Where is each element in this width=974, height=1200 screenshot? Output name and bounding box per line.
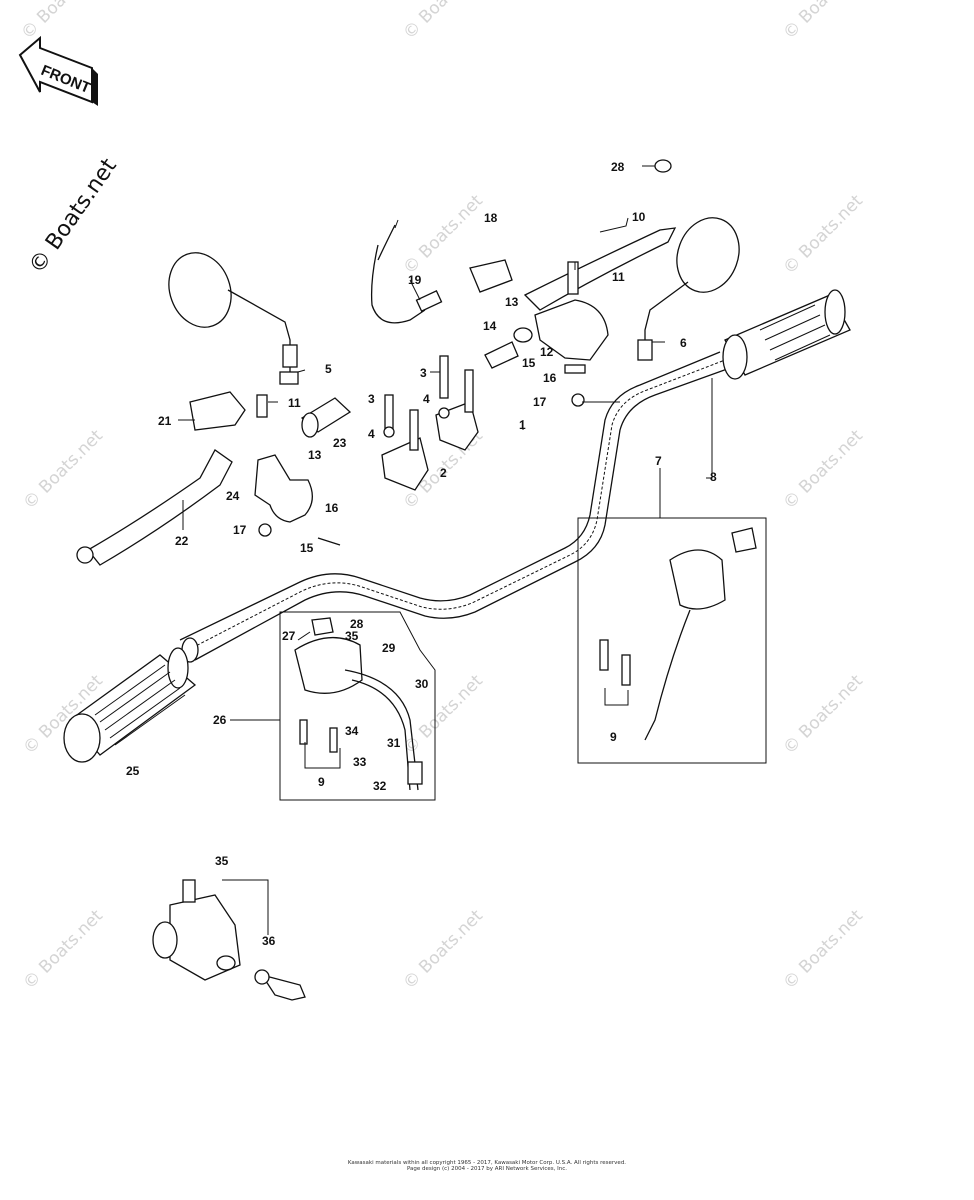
callout-15: 15 (522, 356, 536, 370)
callout-10: 10 (632, 210, 646, 224)
callout-28: 28 (611, 160, 625, 174)
watermark: © Boats.net (779, 191, 867, 279)
watermark: © Boats.net (399, 906, 487, 994)
watermarks: © Boats.net © Boats.net © Boats.net © Bo… (17, 0, 867, 994)
callout-33: 33 (353, 755, 367, 769)
watermark: © Boats.net (24, 154, 122, 279)
callout-35: 35 (345, 629, 359, 643)
callout-11: 11 (612, 270, 625, 284)
callout-8: 8 (710, 470, 717, 484)
callout-34: 34 (345, 724, 359, 738)
callout-18: 18 (484, 211, 498, 225)
callout-28: 28 (350, 617, 364, 631)
watermark: © Boats.net (399, 0, 487, 44)
handlebar-holder (381, 355, 479, 491)
callout-16: 16 (325, 501, 339, 515)
watermark: © Boats.net (399, 191, 487, 279)
callout-4: 4 (368, 427, 375, 441)
callout-36: 36 (262, 934, 276, 948)
watermark: © Boats.net (779, 906, 867, 994)
callout-24: 24 (226, 489, 240, 503)
callout-25: 25 (126, 764, 140, 778)
clutch-lever-holder (254, 454, 341, 546)
callout-13: 13 (308, 448, 322, 462)
callout-7: 7 (655, 454, 662, 468)
watermark: © Boats.net (779, 0, 867, 44)
callout-3: 3 (368, 392, 375, 406)
callout-6: 6 (680, 336, 687, 350)
left-mirror (168, 252, 299, 385)
callout-23: 23 (333, 436, 347, 450)
callout-12: 12 (540, 345, 554, 359)
callout-2: 2 (440, 466, 447, 480)
callout-31: 31 (387, 736, 401, 750)
watermark: © Boats.net (19, 426, 107, 514)
callout-35: 35 (215, 854, 229, 868)
copyright-footer: Kawasaki materials within all copyright … (0, 1160, 974, 1172)
callout-11: 11 (288, 396, 301, 410)
callout-27: 27 (282, 629, 296, 643)
right-grip (722, 289, 851, 380)
brake-light-switch (370, 224, 513, 324)
brake-lever (523, 227, 677, 311)
callout-29: 29 (382, 641, 396, 655)
callouts: 28 18 10 19 11 13 12 14 15 16 6 5 3 3 4 … (126, 160, 717, 948)
callout-5: 5 (325, 362, 332, 376)
callout-3: 3 (420, 366, 427, 380)
right-switch-group (577, 517, 767, 764)
brake-lever-holder (484, 261, 609, 407)
ignition-key (254, 969, 306, 1001)
watermark: © Boats.net (17, 0, 105, 44)
left-switch-group (279, 611, 436, 801)
clutch-lever (76, 449, 233, 566)
callout-1: 1 (519, 418, 526, 432)
headlight-switch (189, 391, 268, 431)
callout-30: 30 (415, 677, 429, 691)
callout-19: 19 (408, 273, 422, 287)
callout-22: 22 (175, 534, 189, 548)
cap (654, 159, 672, 173)
callout-17: 17 (233, 523, 247, 537)
footer-line-1: Kawasaki materials within all copyright … (347, 1160, 627, 1166)
adjuster (300, 397, 352, 438)
callout-13: 13 (505, 295, 519, 309)
callout-26: 26 (213, 713, 227, 727)
callout-14: 14 (483, 319, 497, 333)
callout-17: 17 (533, 395, 547, 409)
callout-9: 9 (318, 775, 325, 789)
ignition-switch (152, 879, 241, 981)
footer-line-2: Page design (c) 2004 - 2017 by ARI Netwo… (406, 1166, 568, 1172)
callout-16: 16 (543, 371, 557, 385)
watermark: © Boats.net (779, 671, 867, 759)
front-arrow-icon: FRONT (18, 35, 98, 106)
left-grip (63, 647, 197, 763)
right-mirror (637, 217, 740, 361)
callout-9: 9 (610, 730, 617, 744)
leader-lines (178, 165, 713, 935)
callout-15: 15 (300, 541, 314, 555)
callout-32: 32 (373, 779, 387, 793)
watermark: © Boats.net (779, 426, 867, 514)
callout-21: 21 (158, 414, 172, 428)
callout-4: 4 (423, 392, 430, 406)
watermark: © Boats.net (19, 906, 107, 994)
